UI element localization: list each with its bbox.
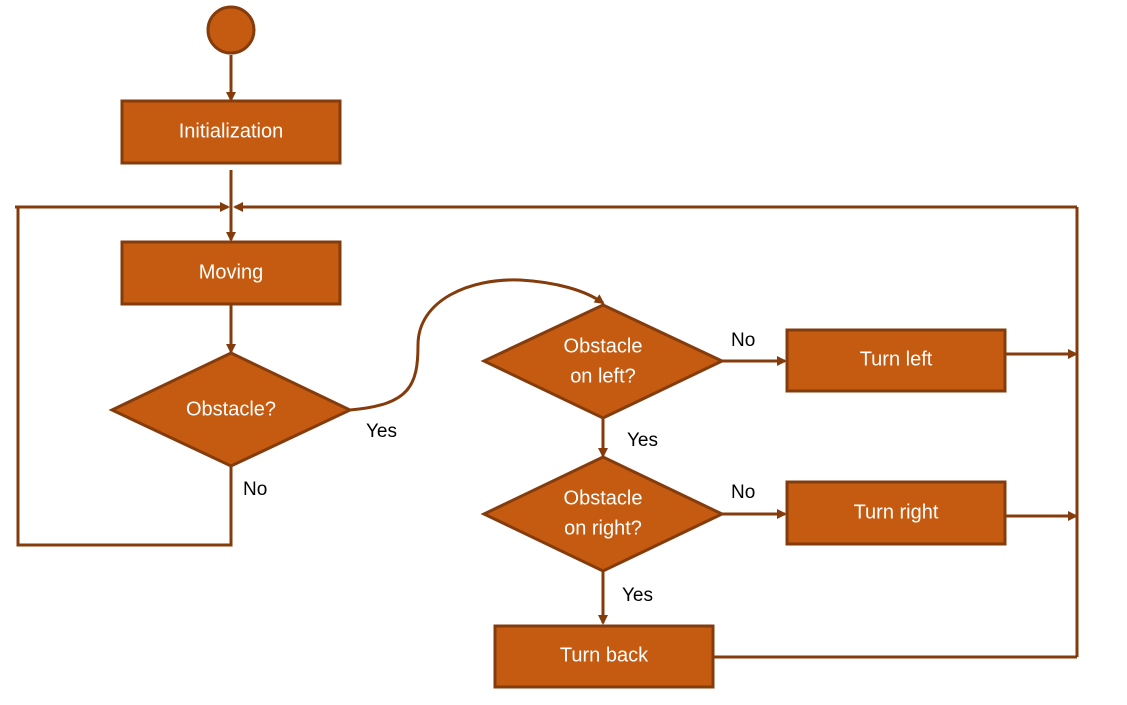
moving-box [120, 240, 342, 306]
obstacle-left-label-line2: on left? [570, 365, 636, 387]
obstacle-right-diamond [480, 455, 726, 573]
obstacle-right-label-line1: Obstacle [564, 487, 643, 509]
right-no-label: No [731, 482, 755, 503]
obstacle-diamond [108, 351, 354, 468]
nodes: Initialization Moving Obstacle? Obstacle… [108, 5, 1007, 689]
turn-right-box [785, 480, 1007, 546]
turn-left-label: Turn left [860, 348, 933, 370]
obstacle-left-label-line1: Obstacle [564, 335, 643, 357]
turn-right-node: Turn right [785, 480, 1007, 546]
turn-back-label: Turn back [560, 644, 649, 666]
turn-right-label: Turn right [854, 501, 939, 523]
edge-obstacle-no-loop [16, 207, 233, 547]
edge-labels: Yes No No Yes No Yes [243, 330, 755, 606]
obstacle-yes-label: Yes [366, 421, 397, 442]
obstacle-left-decision: Obstacle on left? [480, 303, 726, 420]
obstacle-label: Obstacle? [186, 398, 276, 420]
edges [15, 55, 1079, 659]
turn-left-box [785, 328, 1007, 393]
moving-label: Moving [199, 261, 263, 283]
obstacle-left-diamond [480, 303, 726, 420]
obstacle-no-label: No [243, 479, 267, 500]
moving-node: Moving [120, 240, 342, 306]
left-yes-label: Yes [627, 430, 658, 451]
turn-left-node: Turn left [785, 328, 1007, 393]
turn-back-box [493, 624, 715, 689]
left-no-label: No [731, 330, 755, 351]
start-node [206, 5, 256, 55]
right-yes-label: Yes [622, 585, 653, 606]
obstacle-right-label-line2: on right? [564, 517, 642, 539]
edge-obstacle-yes-to-left [349, 278, 605, 412]
initialization-node: Initialization [120, 99, 342, 165]
initialization-label: Initialization [179, 120, 284, 142]
obstacle-right-decision: Obstacle on right? [480, 455, 726, 573]
initialization-box [120, 99, 342, 165]
turn-back-node: Turn back [493, 624, 715, 689]
obstacle-decision: Obstacle? [108, 351, 354, 468]
